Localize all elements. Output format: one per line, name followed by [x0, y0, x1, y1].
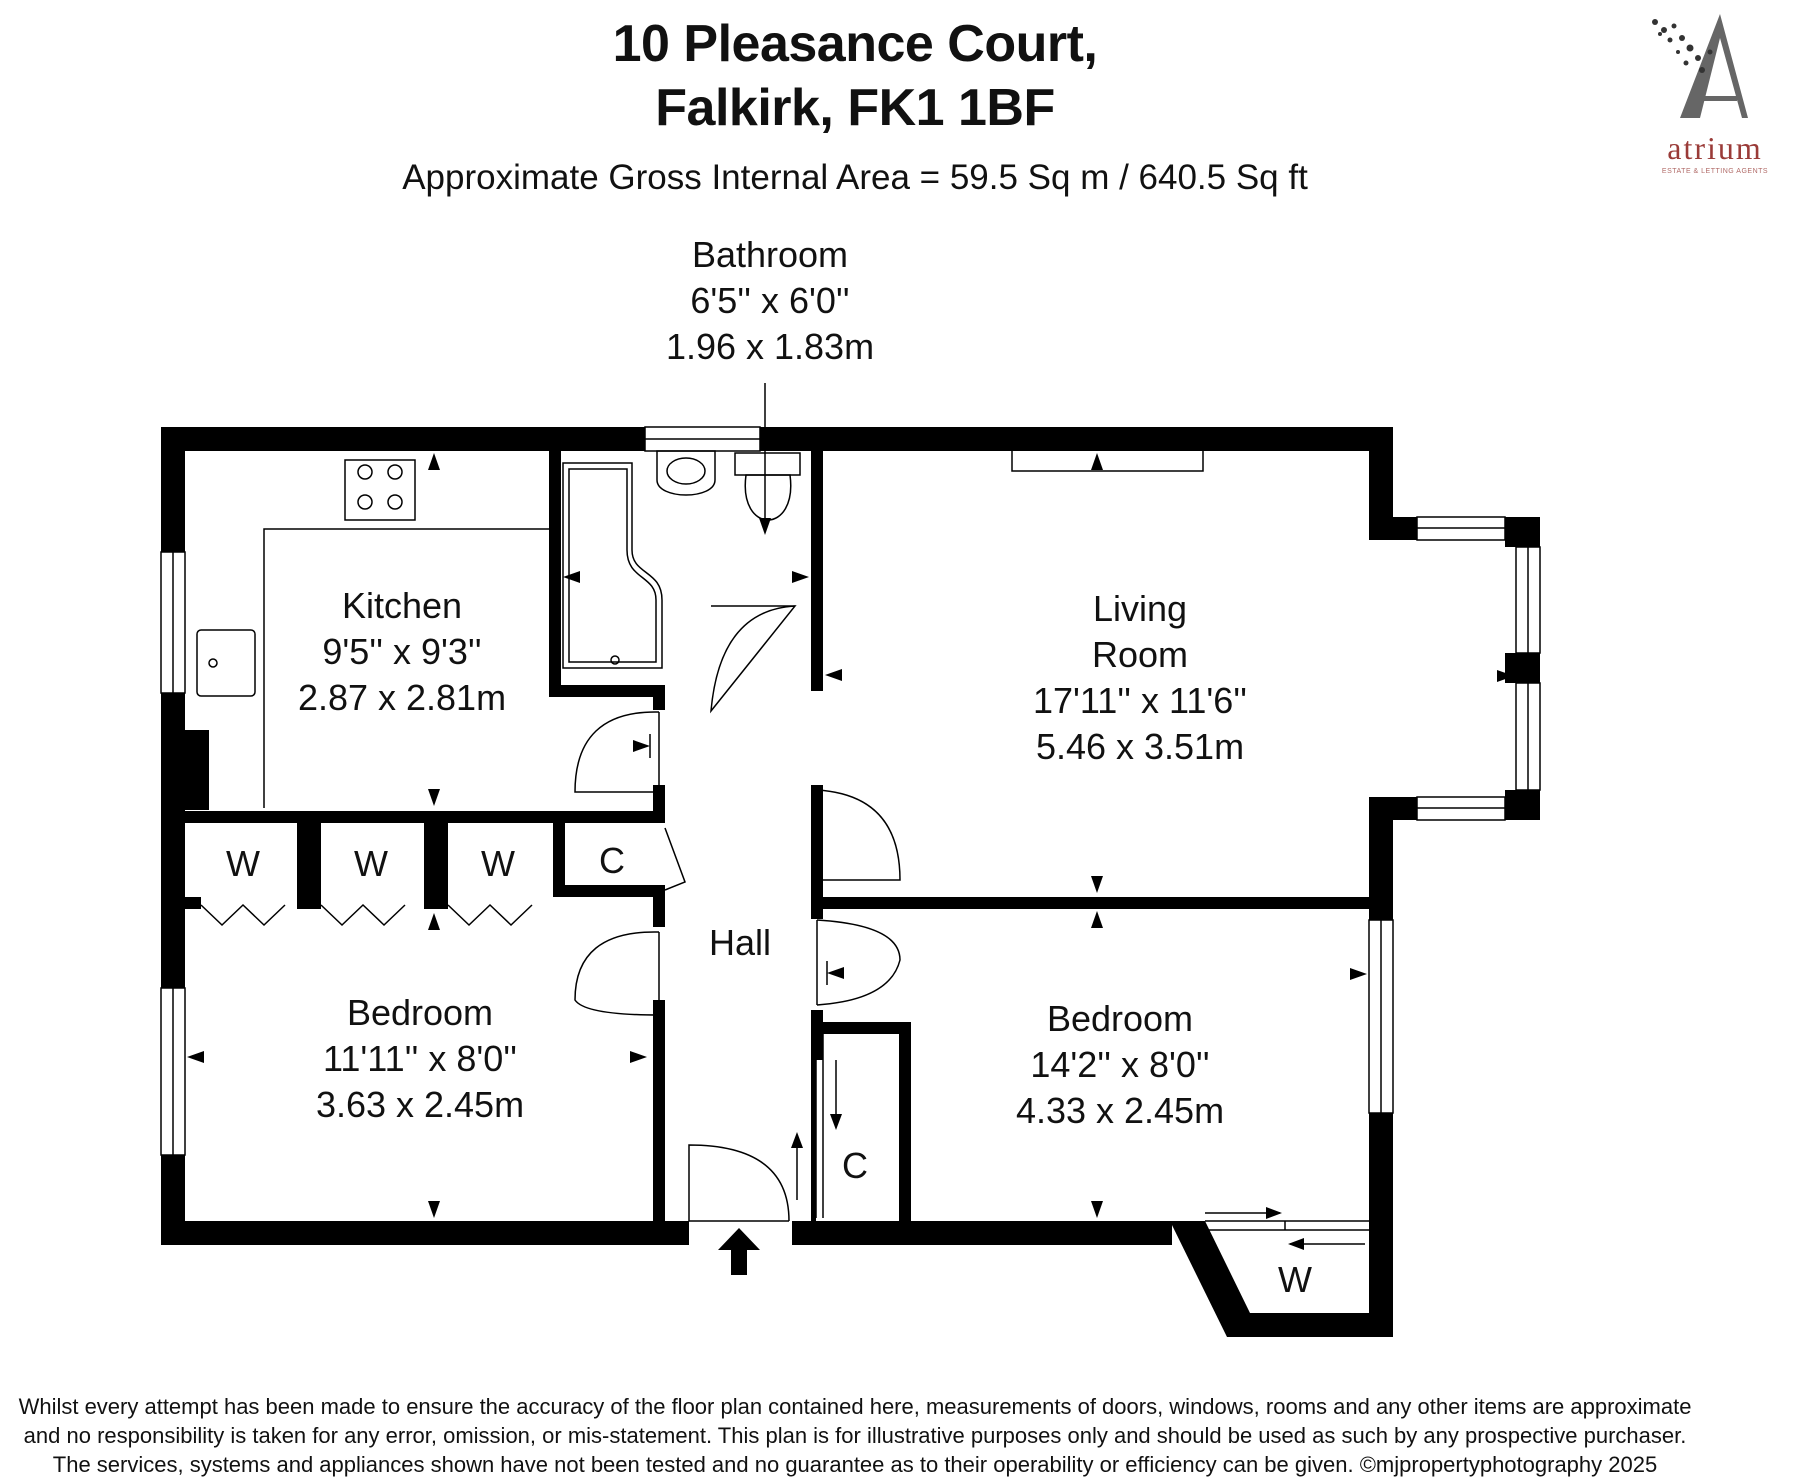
address-line-2: Falkirk, FK1 1BF — [655, 79, 1055, 137]
room-name: Bedroom — [346, 992, 494, 1033]
room-size-imperial: 11'11'' x 8'0'' — [322, 1038, 518, 1079]
cupboard-mark: C — [599, 840, 625, 881]
room-name: Hall — [708, 922, 771, 963]
entrance-arrow-icon — [718, 1228, 760, 1275]
wardrobe-mark: W — [481, 843, 515, 884]
disclaimer: Whilst every attempt has been made to en… — [0, 1392, 1710, 1479]
room-bedroom-2: Bedroom 14'2'' x 8'0'' 4.33 x 2.45m — [1000, 996, 1240, 1134]
address-line-1: 10 Pleasance Court, — [612, 15, 1098, 73]
tree-a-icon — [1652, 14, 1748, 118]
room-name: Bedroom — [1046, 998, 1194, 1039]
disclaimer-line: The services, systems and appliances sho… — [52, 1452, 1658, 1477]
room-name-cont: Room — [1091, 634, 1189, 675]
room-bedroom-1: Bedroom 11'11'' x 8'0'' 3.63 x 2.45m — [300, 990, 540, 1128]
doors — [200, 605, 1365, 1245]
room-living: Living Room 17'11'' x 11'6'' 5.46 x 3.51… — [1010, 586, 1270, 770]
dimension-arrows — [187, 453, 1514, 1250]
logo-wordmark: atrium — [1667, 130, 1763, 166]
gross-internal-area: Approximate Gross Internal Area = 59.5 S… — [402, 158, 1308, 197]
room-size-metric: 1.96 x 1.83m — [665, 326, 875, 367]
room-size-imperial: 17'11'' x 11'6'' — [1032, 680, 1248, 721]
room-bathroom: Bathroom 6'5'' x 6'0'' 1.96 x 1.83m — [660, 232, 880, 370]
wardrobe-mark: W — [226, 843, 260, 884]
room-size-imperial: 9'5'' x 9'3'' — [322, 631, 482, 672]
room-name: Kitchen — [341, 585, 463, 626]
room-size-metric: 4.33 x 2.45m — [1015, 1090, 1225, 1131]
windows — [160, 426, 1541, 1156]
logo-tagline: ESTATE & LETTING AGENTS — [1661, 168, 1769, 175]
fixtures — [196, 450, 1369, 1231]
room-size-imperial: 6'5'' x 6'0'' — [690, 280, 850, 321]
wardrobe-mark: W — [1278, 1259, 1312, 1300]
disclaimer-line: and no responsibility is taken for any e… — [23, 1423, 1687, 1448]
room-kitchen: Kitchen 9'5'' x 9'3'' 2.87 x 2.81m — [282, 583, 522, 721]
room-name: Living — [1092, 588, 1188, 629]
room-name: Bathroom — [691, 234, 849, 275]
dimension-lines — [649, 383, 837, 1200]
room-size-metric: 3.63 x 2.45m — [315, 1084, 525, 1125]
room-size-imperial: 14'2'' x 8'0'' — [1030, 1044, 1210, 1085]
cupboard-mark: C — [842, 1145, 868, 1186]
room-hall: Hall — [700, 920, 780, 966]
room-size-metric: 2.87 x 2.81m — [297, 677, 507, 718]
room-size-metric: 5.46 x 3.51m — [1035, 726, 1245, 767]
wardrobe-mark: W — [354, 843, 388, 884]
atrium-logo: atrium ESTATE & LETTING AGENTS — [1640, 8, 1790, 175]
disclaimer-line: Whilst every attempt has been made to en… — [18, 1394, 1692, 1419]
